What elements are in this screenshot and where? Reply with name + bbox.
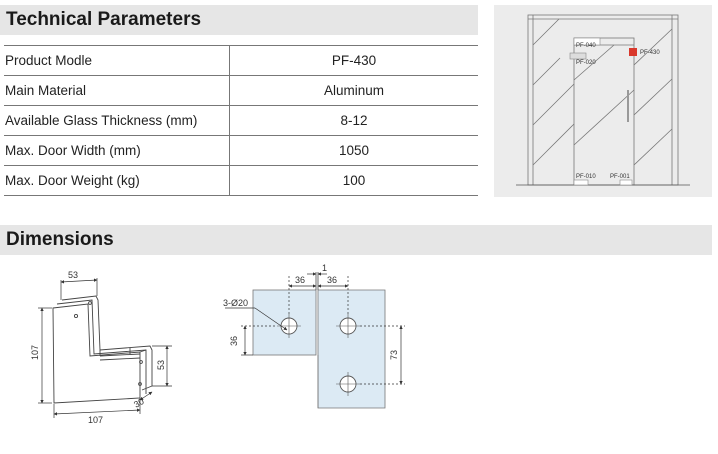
flat-dimension-drawing: 1 36 36 3-Ø20 36 73 — [223, 263, 405, 409]
param-label: Max. Door Weight (kg) — [4, 165, 230, 196]
flat-right-height-label: 73 — [389, 350, 399, 360]
pf020-fitting — [569, 52, 587, 60]
isometric-drawing: 53 107 107 53 30 — [30, 270, 172, 425]
pf010-fitting — [573, 179, 589, 186]
param-value: 8-12 — [229, 105, 478, 136]
table-row: Product Modle PF-430 — [4, 45, 478, 76]
iso-depth-label: 30 — [132, 396, 146, 410]
back-plate-outline — [61, 295, 153, 391]
pf001-label: PF-001 — [610, 174, 630, 180]
technical-parameters-heading: Technical Parameters — [0, 5, 478, 35]
table-row: Max. Door Width (mm) 1050 — [4, 135, 478, 166]
table-row: Max. Door Weight (kg) 100 — [4, 165, 478, 196]
table-row: Available Glass Thickness (mm) 8-12 — [4, 105, 478, 136]
door-installation-diagram: PF-040 PF-020 PF-430 PF-010 PF-001 — [494, 5, 712, 197]
param-value: 100 — [229, 165, 478, 196]
door-diagram-svg: PF-040 PF-020 PF-430 PF-010 PF-001 — [516, 14, 690, 186]
pf020-label: PF-020 — [576, 60, 596, 66]
param-label: Available Glass Thickness (mm) — [4, 105, 230, 136]
iso-bottom-width-label: 107 — [88, 415, 103, 425]
iso-top-width-label: 53 — [68, 270, 78, 280]
door-handle — [627, 90, 629, 122]
param-label: Product Modle — [4, 45, 230, 76]
pf010-label: PF-010 — [576, 174, 596, 180]
dimensions-heading: Dimensions — [0, 225, 712, 255]
param-value: PF-430 — [229, 45, 478, 76]
pf430-fitting — [629, 48, 637, 56]
param-label: Main Material — [4, 75, 230, 106]
pf001-fitting — [619, 179, 633, 186]
iso-right-height-label: 53 — [156, 360, 166, 370]
technical-parameters-table: Product Modle PF-430 Main Material Alumi… — [4, 45, 478, 196]
door-frame — [527, 14, 679, 186]
flat-right-offset-label: 36 — [327, 275, 337, 285]
param-label: Max. Door Width (mm) — [4, 135, 230, 166]
pf040-label: PF-040 — [576, 43, 596, 49]
pf430-label: PF-430 — [640, 50, 660, 56]
flat-gap-label: 1 — [322, 263, 327, 273]
flat-left-height-label: 36 — [229, 336, 239, 346]
flat-holes-label: 3-Ø20 — [223, 298, 248, 308]
flat-left-offset-label: 36 — [295, 275, 305, 285]
pf040-fitting — [573, 37, 601, 46]
iso-height-label: 107 — [30, 345, 40, 360]
param-value: Aluminum — [229, 75, 478, 106]
param-value: 1050 — [229, 135, 478, 166]
table-row: Main Material Aluminum — [4, 75, 478, 106]
